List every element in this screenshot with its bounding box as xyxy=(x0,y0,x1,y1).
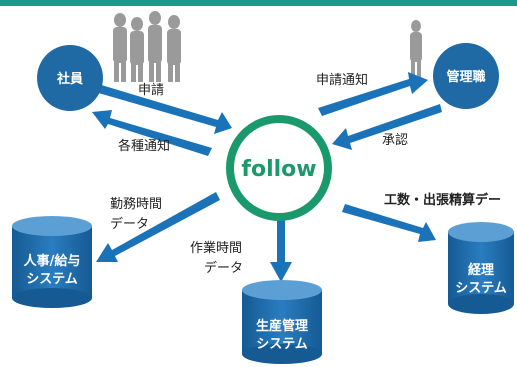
hr-system-label-2: システム xyxy=(26,272,78,287)
arrows-group xyxy=(92,72,442,282)
edge-label-expense: 工数・出張精算デー xyxy=(384,192,501,208)
edge-label-attendance-1: 勤務時間 xyxy=(110,197,162,212)
accounting-system-label-1: 経理 xyxy=(468,262,494,278)
hub-label: follow xyxy=(241,157,316,182)
arrow-approval xyxy=(332,104,442,150)
production-system-label-2: システム xyxy=(256,337,308,352)
manager-silhouette-icon xyxy=(410,20,422,80)
arrow-expense xyxy=(342,204,436,242)
arrow-attendance xyxy=(96,192,220,262)
employee-label: 社員 xyxy=(56,71,83,87)
arrow-work-hours xyxy=(270,210,292,282)
edge-label-work-hours-1: 作業時間 xyxy=(190,240,242,256)
production-system-label-1: 生産管理 xyxy=(256,318,308,334)
edge-label-application-notice: 申請通知 xyxy=(316,72,368,88)
accounting-system-cylinder xyxy=(448,222,514,314)
edge-label-notices: 各種通知 xyxy=(118,138,170,154)
hr-system-label-1: 人事/給与 xyxy=(24,253,81,269)
production-system-cylinder xyxy=(242,280,322,364)
arrow-application-notice xyxy=(318,72,428,116)
arrow-application xyxy=(95,84,232,134)
follow-hub xyxy=(226,115,332,221)
edge-label-application: 申請 xyxy=(138,83,164,98)
employee-node xyxy=(37,45,103,111)
accounting-system-label-2: システム xyxy=(455,281,507,296)
manager-label: 管理職 xyxy=(446,69,485,85)
arrow-notices xyxy=(92,110,212,156)
edge-label-approval: 承認 xyxy=(382,132,408,148)
edge-label-work-hours-2: データ xyxy=(204,260,243,276)
edge-label-attendance-2: データ xyxy=(110,216,149,232)
top-accent-bar xyxy=(0,0,517,6)
hr-system-cylinder xyxy=(12,216,92,308)
employees-silhouette-icon xyxy=(113,11,181,82)
manager-node xyxy=(433,43,499,109)
